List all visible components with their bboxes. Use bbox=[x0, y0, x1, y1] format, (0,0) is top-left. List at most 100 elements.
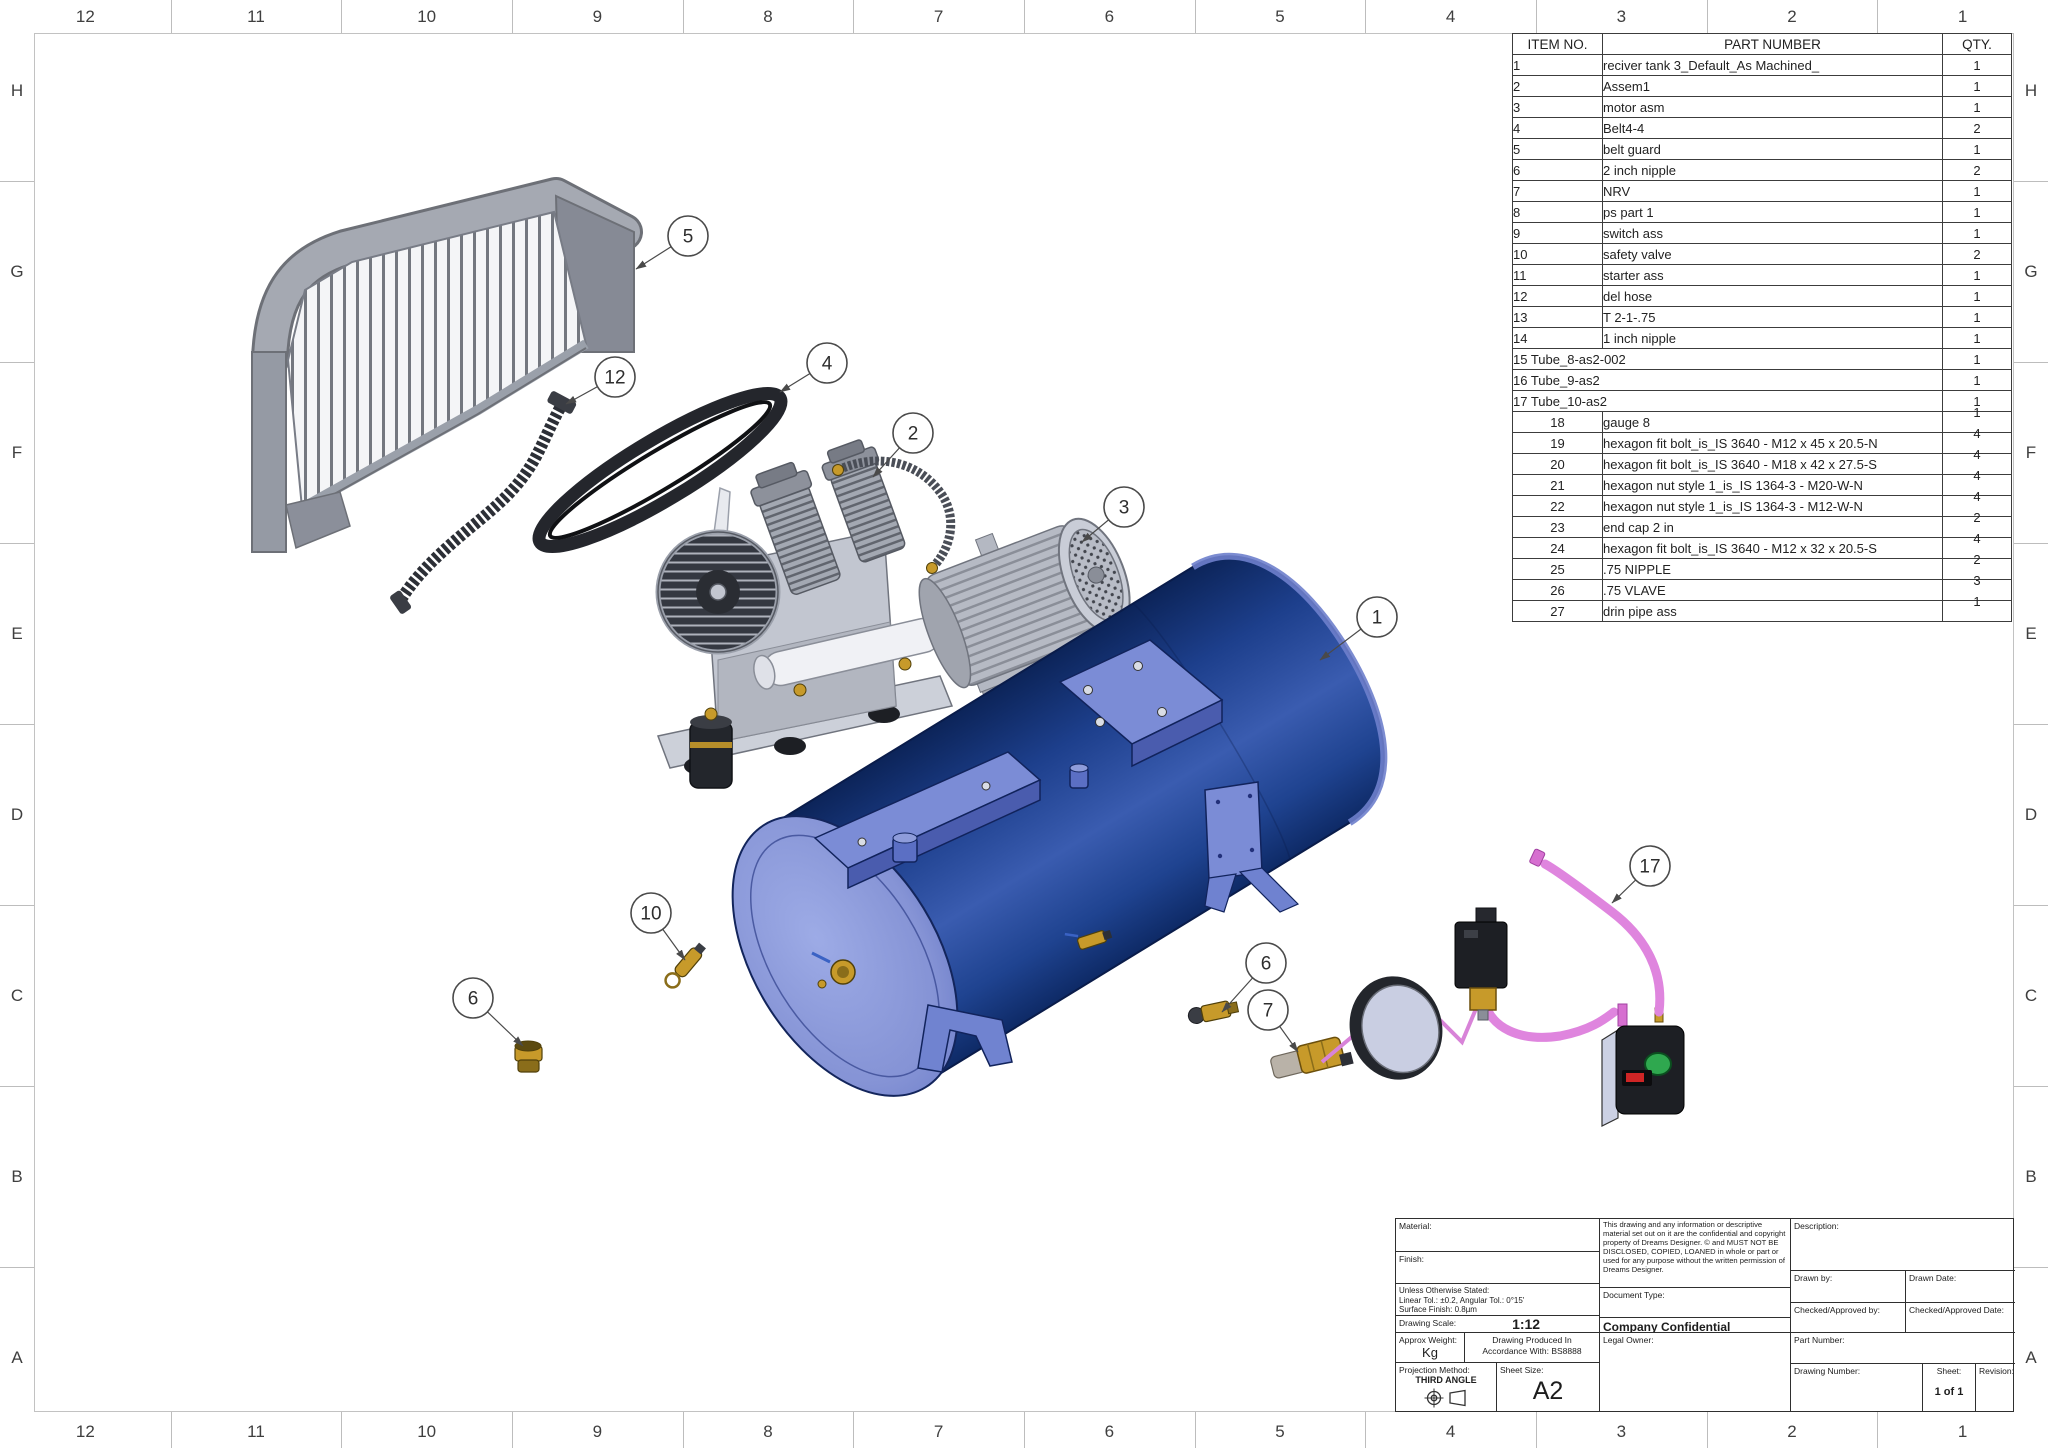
grid-column-label: 1 bbox=[1957, 7, 1968, 26]
grid-tick bbox=[2014, 543, 2048, 544]
tube-17-part bbox=[1529, 848, 1665, 1017]
bom-item-cell: 3 bbox=[1512, 96, 1603, 118]
bom-item-cell: 10 bbox=[1512, 243, 1603, 265]
red-indicator bbox=[1626, 1073, 1644, 1082]
bom-item-cell: 18 bbox=[1512, 411, 1603, 433]
bom-qty-cell: 2 bbox=[1942, 117, 2012, 139]
bom-part-cell: del hose bbox=[1602, 285, 1943, 307]
grid-column-label: 11 bbox=[247, 7, 265, 26]
grid-column-label: 2 bbox=[1787, 1422, 1797, 1441]
tank-drain-valve bbox=[811, 951, 856, 989]
drawing-number-cell: Drawing Number: bbox=[1791, 1364, 1923, 1411]
grid-tick bbox=[683, 0, 684, 33]
grid-tick bbox=[1365, 1412, 1366, 1448]
belt-part bbox=[532, 386, 788, 554]
grid-column-label: 11 bbox=[247, 1422, 265, 1441]
bom-part-cell: 2 inch nipple bbox=[1602, 159, 1943, 181]
grid-tick bbox=[1365, 0, 1366, 33]
grid-column-label: 8 bbox=[763, 1422, 773, 1441]
bom-part-cell: safety valve bbox=[1602, 243, 1943, 265]
document-type-cell: Document Type: bbox=[1600, 1288, 1791, 1318]
bom-part-cell: 16 Tube_9-as2 bbox=[1512, 369, 1943, 391]
third-angle-projection-icon bbox=[1424, 1388, 1466, 1408]
bom-qty-cell: 2 bbox=[1942, 159, 2012, 181]
grid-column-label: 6 bbox=[1104, 1422, 1115, 1441]
grid-tick bbox=[1877, 0, 1878, 33]
grid-tick bbox=[2014, 724, 2048, 725]
grid-row-label: F bbox=[2025, 442, 2037, 462]
grid-tick bbox=[0, 1086, 34, 1087]
tolerance-cell: Unless Otherwise Stated: Linear Tol.: ±0… bbox=[1396, 1284, 1600, 1316]
grid-row-label: H bbox=[2024, 80, 2038, 100]
balloon-12: 12 bbox=[565, 356, 636, 405]
company-confidential-cell: Company Confidential bbox=[1600, 1318, 1791, 1333]
grid-tick bbox=[0, 724, 34, 725]
bom-part-cell: hexagon fit bolt_is_IS 3640 - M18 x 42 x… bbox=[1602, 453, 1943, 475]
bom-part-cell: NRV bbox=[1602, 180, 1943, 202]
revision-cell: Revision: bbox=[1979, 1366, 2014, 1376]
bom-part-cell: drin pipe ass bbox=[1602, 600, 1943, 622]
grid-column-label: 6 bbox=[1104, 7, 1115, 26]
grid-row-label: F bbox=[11, 442, 23, 462]
pressure-gauge-part bbox=[1349, 976, 1443, 1080]
belt-guard-part bbox=[251, 177, 643, 553]
bom-part-cell: gauge 8 bbox=[1602, 411, 1943, 433]
drawn-date-cell: Drawn Date: bbox=[1906, 1271, 2015, 1303]
grid-tick bbox=[171, 1412, 172, 1448]
bom-qty-cell: 1 bbox=[1942, 327, 2012, 349]
finish-cell: Finish: bbox=[1396, 1252, 1600, 1284]
grid-column-label: 9 bbox=[592, 7, 603, 26]
checked-date-cell: Checked/Approved Date: bbox=[1906, 1303, 2015, 1333]
starter-box-part bbox=[1601, 1003, 1685, 1127]
grid-tick bbox=[171, 0, 172, 33]
bom-item-cell: 12 bbox=[1512, 285, 1603, 307]
bom-part-cell: starter ass bbox=[1602, 264, 1943, 286]
bom-item-cell: 4 bbox=[1512, 117, 1603, 139]
sheet-cell: Sheet: 1 of 1 bbox=[1923, 1364, 1976, 1411]
confidentiality-cell: This drawing and any information or desc… bbox=[1600, 1219, 1791, 1288]
svg-text:1: 1 bbox=[1372, 608, 1383, 629]
tank-foot-rear bbox=[1204, 781, 1300, 913]
grid-tick bbox=[0, 1267, 34, 1268]
grid-tick bbox=[683, 1412, 684, 1448]
grid-tick bbox=[1877, 1412, 1878, 1448]
bom-item-cell: 9 bbox=[1512, 222, 1603, 244]
svg-text:3: 3 bbox=[1119, 498, 1130, 519]
bom-part-cell: 1 inch nipple bbox=[1602, 327, 1943, 349]
motor-part bbox=[918, 517, 1131, 701]
receiver-tank-part bbox=[731, 552, 1388, 1097]
grid-column-label: 2 bbox=[1787, 7, 1797, 26]
grid-tick bbox=[0, 543, 34, 544]
accordance-cell: Drawing Produced In Accordance With: BS8… bbox=[1465, 1333, 1600, 1363]
bom-qty-cell: 1 bbox=[1942, 138, 2012, 160]
grid-column-label: 10 bbox=[417, 7, 437, 26]
intercooler-disk bbox=[655, 529, 781, 655]
bom-part-cell: Assem1 bbox=[1602, 75, 1943, 97]
nipple-fitting-part-right bbox=[1187, 1000, 1240, 1025]
grid-column-label: 3 bbox=[1616, 1422, 1627, 1441]
grid-row-label: C bbox=[10, 985, 24, 1005]
bom-part-cell: Belt4-4 bbox=[1602, 117, 1943, 139]
bom-item-cell: 13 bbox=[1512, 306, 1603, 328]
bom-qty-cell: 1 bbox=[1942, 96, 2012, 118]
bom-header-row: ITEM NO. PART NUMBER QTY. bbox=[1512, 33, 2012, 55]
grid-tick bbox=[0, 181, 34, 182]
sheet-size-cell: Sheet Size: A2 bbox=[1497, 1363, 1600, 1411]
tank-mount-plate-rear bbox=[1058, 639, 1224, 768]
bom-qty-cell: 1 bbox=[1942, 348, 2012, 370]
pump-assembly-part bbox=[655, 439, 956, 789]
green-button bbox=[1644, 1052, 1672, 1076]
